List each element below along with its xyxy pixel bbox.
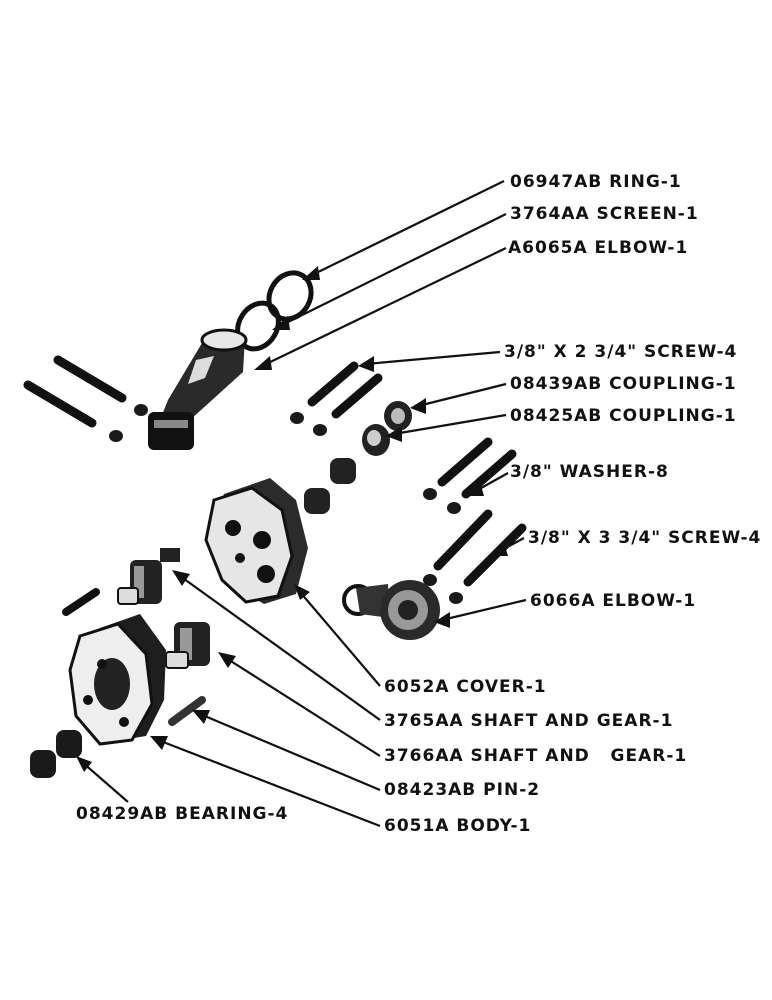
label-ring: 06947AB RING-1 [510,172,682,192]
shaft-gear-3766-part [165,622,210,669]
screw-38x234-part [23,355,383,428]
cover-part [204,478,308,604]
label-screw-38x334: 3/8" X 3 3/4" SCREW-4 [528,528,762,548]
label-elbow-6066: 6066A ELBOW-1 [530,591,697,611]
label-screen: 3764AA SCREEN-1 [510,204,699,224]
label-pin: 08423AB PIN-2 [384,780,541,800]
coupling-08425-part [362,424,390,456]
screen-part [235,300,281,352]
label-washer: 3/8" WASHER-8 [510,462,669,482]
label-body: 6051A BODY-1 [384,816,532,836]
label-coupling-08439: 08439AB COUPLING-1 [510,374,737,394]
sleeve-part [304,458,356,514]
coupling-08439-part [384,401,412,431]
label-cover: 6052A COVER-1 [384,677,547,697]
washer-part [109,404,463,604]
label-elbow-top: A6065A ELBOW-1 [508,238,689,258]
shaft-gear-3765-part [117,548,180,605]
label-shaft-gear-3766: 3766AA SHAFT AND GEAR-1 [384,746,688,766]
leader-lines [76,180,527,828]
elbow-top-part [148,328,248,450]
label-shaft-gear-3765: 3765AA SHAFT AND GEAR-1 [384,711,674,731]
elbow-6066-part [342,580,440,640]
label-screw-38x234: 3/8" X 2 3/4" SCREW-4 [504,342,738,362]
label-bearing: 08429AB BEARING-4 [76,804,289,824]
body-part [68,614,166,746]
bearing-part [30,730,82,778]
label-coupling-08425: 08425AB COUPLING-1 [510,406,737,426]
pin-part [62,588,206,726]
